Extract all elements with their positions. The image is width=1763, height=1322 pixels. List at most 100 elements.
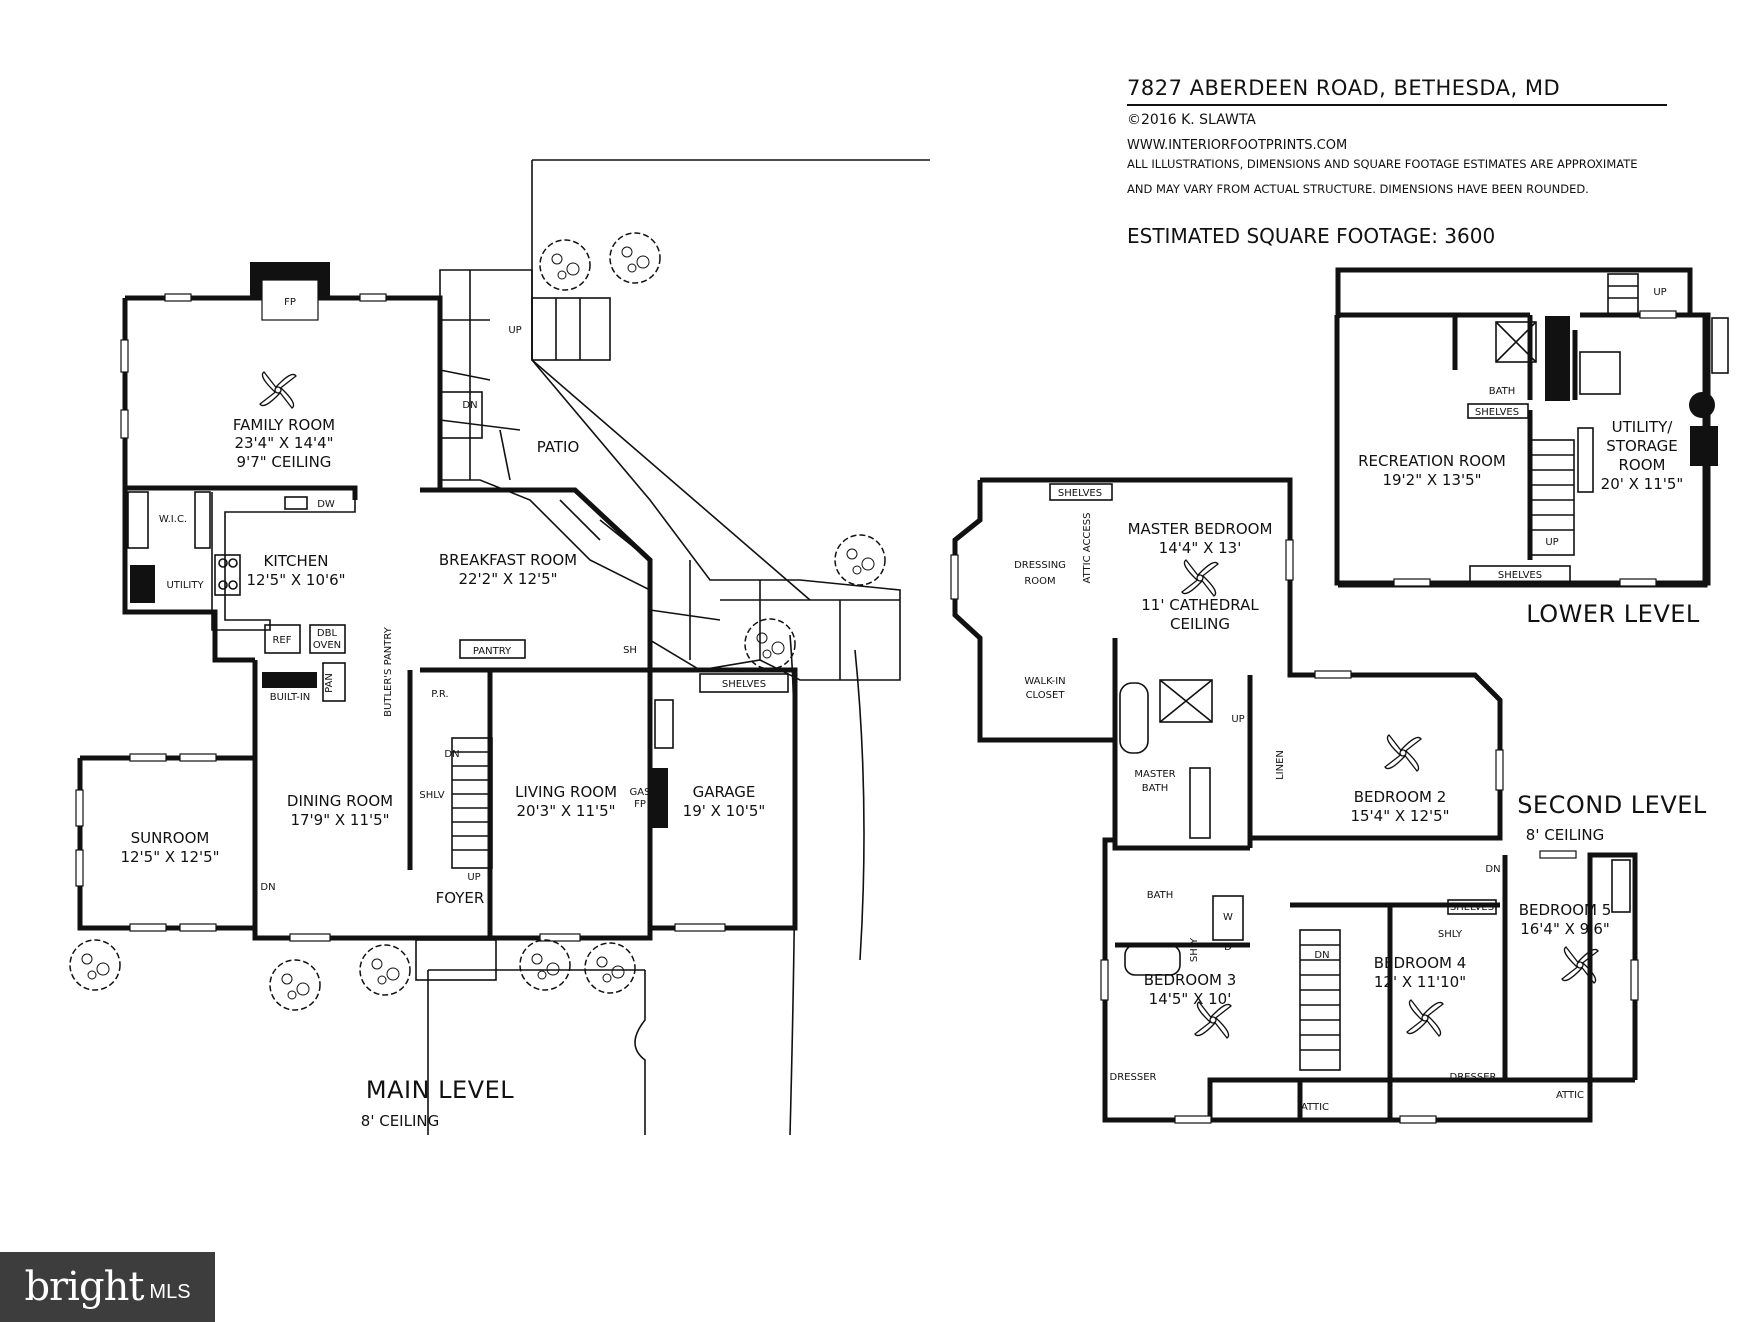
ceiling-fan-icon: [1181, 559, 1219, 597]
website-text: WWW.INTERIORFOOTPRINTS.COM: [1127, 138, 1348, 153]
bedroom-5-dims: 16'4" X 9'6": [1520, 920, 1610, 938]
family-room-ceiling: 9'7" CEILING: [237, 453, 332, 471]
patio-name: PATIO: [537, 438, 580, 456]
second-level-plan: W D SHLY SHLY SHELVES SHELVES ATTIC ACCE…: [950, 477, 1707, 1124]
dressing-room-name-1: DRESSING: [1014, 560, 1066, 571]
walk-in-closet-name-2: CLOSET: [1026, 690, 1066, 701]
bedroom-5-name: BEDROOM 5: [1519, 901, 1612, 919]
breakfast-wall: [420, 487, 653, 660]
second-level-title: SECOND LEVEL: [1517, 791, 1707, 819]
pan-label: PAN: [324, 673, 335, 693]
recreation-room-dims: 19'2" X 13'5": [1382, 471, 1481, 489]
tree-icon: [834, 534, 886, 586]
master-bedroom-ceiling-1: 11' CATHEDRAL: [1141, 596, 1259, 614]
pr-label: P.R.: [431, 689, 448, 700]
dbl-oven-label-2: OVEN: [313, 640, 341, 651]
family-dn-label: DN: [462, 400, 477, 411]
dbl-oven-label-1: DBL: [317, 628, 338, 639]
ref-label: REF: [272, 635, 291, 646]
logo-mls: MLS: [149, 1280, 191, 1303]
lower-level-title: LOWER LEVEL: [1526, 600, 1700, 628]
gas-fp-label-1: GAS: [630, 787, 651, 798]
tree-icon: [269, 959, 321, 1011]
washer-label: W: [1223, 912, 1233, 923]
living-room-name: LIVING ROOM: [515, 783, 617, 801]
disclaimer-line-2: AND MAY VARY FROM ACTUAL STRUCTURE. DIME…: [1127, 182, 1589, 196]
ceiling-fan-icon: [1561, 946, 1599, 984]
butlers-pantry-label: BUTLER'S PANTRY: [383, 626, 394, 717]
tree-icon: [539, 239, 591, 291]
second-stairs: [1299, 929, 1341, 1071]
title-rule: [1127, 104, 1667, 106]
lower-shelves-label: SHELVES: [1498, 570, 1542, 581]
kitchen-name: KITCHEN: [264, 552, 329, 570]
shlv-label: SHLV: [419, 790, 444, 801]
bedroom-4-name: BEDROOM 4: [1374, 954, 1467, 972]
wic-label: W.I.C.: [159, 514, 187, 525]
address-title: 7827 ABERDEEN ROAD, BETHESDA, MD: [1127, 76, 1561, 100]
utility-room-name-3: ROOM: [1619, 456, 1666, 474]
dryer-label: D: [1224, 942, 1232, 953]
living-room-dims: 20'3" X 11'5": [516, 802, 615, 820]
master-bath-name-2: BATH: [1142, 783, 1169, 794]
recreation-room-name: RECREATION ROOM: [1358, 452, 1506, 470]
garage-shelves-label: SHELVES: [722, 679, 766, 690]
dressing-room-name-2: ROOM: [1024, 576, 1055, 587]
ceiling-fan-icon: [259, 371, 297, 409]
sunroom-name: SUNROOM: [131, 829, 210, 847]
breakfast-room-dims: 22'2" X 12'5": [458, 570, 557, 588]
bright-mls-logo: bright MLS: [0, 1252, 215, 1322]
dining-room-name: DINING ROOM: [287, 792, 393, 810]
utility-room-name-1: UTILITY/: [1612, 418, 1674, 436]
tree-icon: [584, 942, 636, 994]
bedroom4-shelves-label: SHELVES: [1450, 902, 1494, 913]
fp-label: FP: [284, 297, 296, 308]
master-bath-name-1: MASTER: [1134, 769, 1175, 780]
bedroom-2-dims: 15'4" X 12'5": [1350, 807, 1449, 825]
lower-up-label: UP: [1545, 537, 1558, 548]
bedroom-4-dims: 12' X 11'10": [1374, 973, 1466, 991]
family-room-name: FAMILY ROOM: [233, 416, 335, 434]
tree-icon: [519, 939, 571, 991]
bedroom5-dn-label: DN: [1485, 864, 1500, 875]
master-bedroom-ceiling-2: CEILING: [1170, 615, 1230, 633]
main-level-ceiling: 8' CEILING: [361, 1112, 439, 1130]
logo-text: bright: [24, 1264, 144, 1310]
main-stairs: [451, 737, 493, 869]
bedroom-2-name: BEDROOM 2: [1354, 788, 1447, 806]
lower-bath-shelves-label: SHELVES: [1475, 407, 1519, 418]
dw-label: DW: [317, 499, 335, 510]
front-stoop: [415, 939, 497, 981]
walkway-line: [427, 969, 646, 1135]
linen-label: LINEN: [1275, 750, 1286, 780]
shly-label-1: SHLY: [1189, 937, 1200, 962]
dressing-shelves-label: SHELVES: [1058, 488, 1102, 499]
utility-label: UTILITY: [166, 580, 204, 591]
tree-icon: [69, 939, 121, 991]
lower-level-plan: SHELVES SHELVES UP UP BATH RECREATION RO…: [1334, 267, 1729, 628]
master-bedroom-dims: 14'4" X 13': [1159, 539, 1242, 557]
ceiling-fan-icon: [1406, 999, 1444, 1037]
main-level-plan: UP FP DW: [69, 159, 930, 1136]
yard-line: [531, 159, 930, 601]
walk-in-closet-name-1: WALK-IN: [1024, 676, 1065, 687]
foyer-name: FOYER: [436, 889, 485, 907]
gas-fp-label-2: FP: [634, 799, 646, 810]
pantry-label: PANTRY: [473, 646, 512, 657]
second-dn-label: DN: [1314, 950, 1329, 961]
utility-room-name-2: STORAGE: [1606, 437, 1677, 455]
patio-steps: [531, 297, 611, 361]
master-bathtub: [1119, 682, 1149, 754]
tree-icon: [609, 232, 661, 284]
family-room-west-wall: [122, 298, 210, 491]
attic-label-2: ATTIC: [1556, 1090, 1584, 1101]
lower-stair-wall: [1335, 267, 1693, 315]
sh-label: SH: [623, 645, 637, 656]
utility-room-dims: 20' X 11'5": [1601, 475, 1684, 493]
copyright-text: ©2016 K. SLAWTA: [1127, 112, 1256, 128]
lower-bath-name: BATH: [1489, 386, 1516, 397]
garage-name: GARAGE: [693, 783, 756, 801]
tree-icon: [744, 618, 796, 670]
second-level-ceiling: 8' CEILING: [1526, 826, 1604, 844]
